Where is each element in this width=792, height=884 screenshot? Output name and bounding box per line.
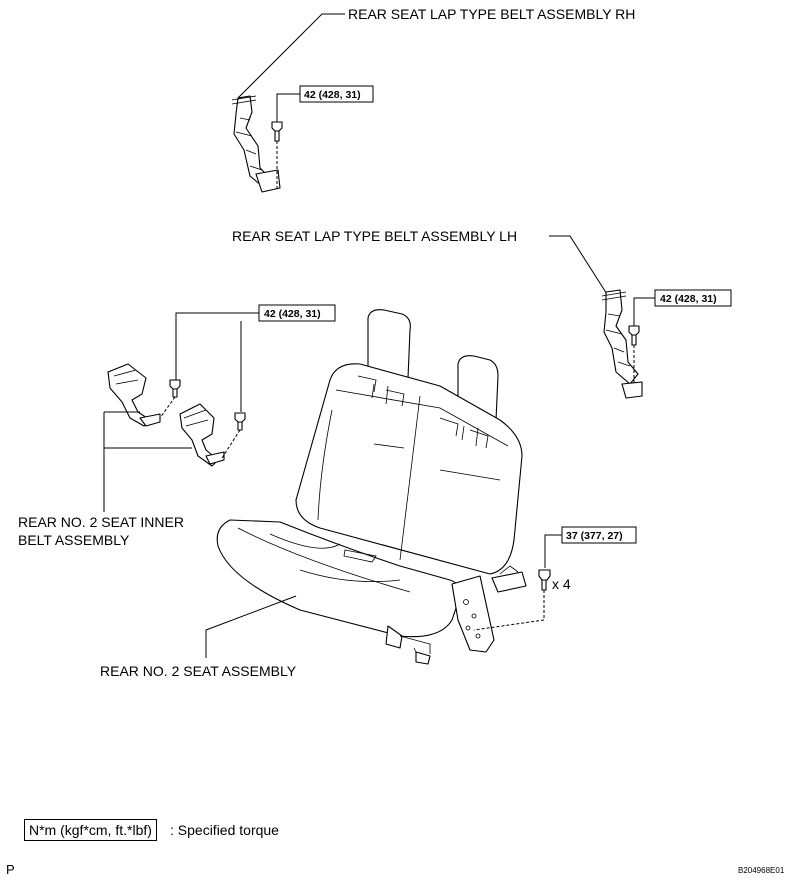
rh-bolt-icon: [271, 121, 283, 142]
page-marker-letter: P: [6, 862, 15, 877]
seat-assembly-label: REAR NO. 2 SEAT ASSEMBLY: [100, 663, 297, 679]
lh-lap-belt-illustration: [601, 289, 643, 399]
inner-belt-buckle-1-illustration: [107, 363, 161, 427]
lh-torque-spec: 42 (428, 31): [660, 293, 717, 305]
inner-belt-torque-spec: 42 (428, 31): [264, 308, 321, 320]
torque-unit-legend-box: N*m (kgf*cm, ft.*lbf): [24, 819, 157, 841]
inner-belt-bolt-1-icon: [169, 379, 181, 398]
seat-bolt-quantity: x 4: [552, 576, 571, 592]
rh-belt-label: REAR SEAT LAP TYPE BELT ASSEMBLY RH: [348, 6, 635, 22]
rh-lap-belt-illustration: [231, 95, 281, 193]
lh-belt-label: REAR SEAT LAP TYPE BELT ASSEMBLY LH: [232, 228, 517, 244]
inner-belt-label-line1: REAR NO. 2 SEAT INNER: [18, 514, 184, 530]
rear-seat-assembly-illustration: [216, 309, 527, 665]
seat-torque-spec: 37 (377, 27): [566, 530, 623, 542]
inner-belt-buckle-2-illustration: [179, 403, 225, 467]
rh-torque-spec: 42 (428, 31): [304, 89, 361, 101]
inner-belt-bolt-2-icon: [234, 412, 246, 431]
seat-bolt-icon: [538, 569, 551, 591]
lh-bolt-icon: [628, 325, 640, 346]
inner-belt-label-line2: BELT ASSEMBLY: [18, 532, 130, 548]
torque-legend-description: : Specified torque: [170, 822, 279, 838]
figure-code: B204968E01: [738, 866, 785, 875]
